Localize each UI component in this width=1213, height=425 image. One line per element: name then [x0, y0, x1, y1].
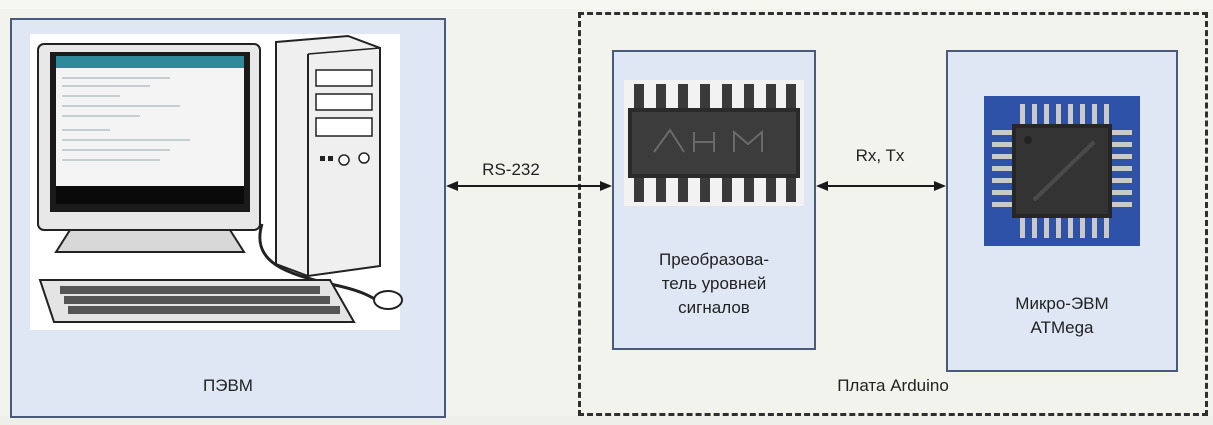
bottom-strip — [0, 416, 1213, 425]
arduino-board-label: Плата Arduino — [837, 376, 949, 395]
converter-chip-image — [624, 80, 804, 206]
converter-label-line-1: Преобразова- — [658, 250, 770, 269]
converter-label-line-3: сигналов — [678, 298, 750, 317]
mcu-label-line-1: Микро-ЭВМ — [1015, 294, 1109, 313]
atmega-chip-image — [984, 96, 1140, 246]
pc-label: ПЭВМ — [203, 376, 253, 395]
microcontroller-label: Микро-ЭВМ ATMega — [946, 292, 1178, 340]
signal-converter-label: Преобразова- тель уровней сигналов — [612, 248, 816, 320]
computer-illustration — [30, 34, 403, 330]
arduino-board-region — [578, 12, 1208, 416]
converter-label-line-2: тель уровней — [661, 274, 767, 293]
mcu-label-line-2: ATMega — [1030, 318, 1094, 337]
rxtx-label: Rx, Tx — [855, 146, 905, 165]
top-strip — [0, 0, 1213, 9]
rs232-label: RS-232 — [482, 160, 540, 179]
